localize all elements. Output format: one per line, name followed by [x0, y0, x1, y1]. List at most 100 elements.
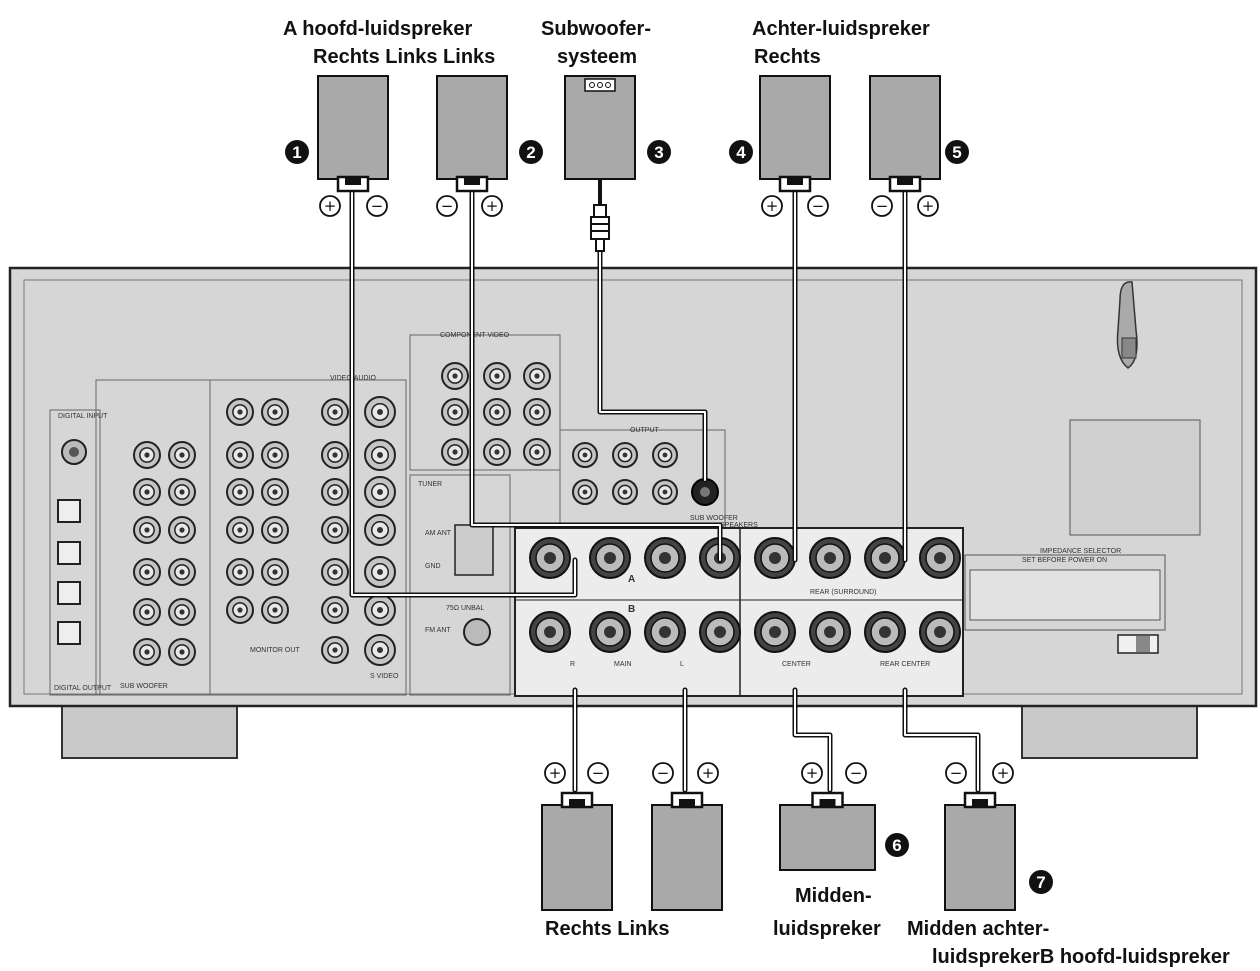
video-audio-jack — [321, 596, 349, 624]
center-label-2: luidspreker — [773, 918, 881, 940]
digital-io-section: DIGITAL INPUT DIGITAL OUTPUT — [49, 409, 112, 696]
video-audio-jack — [261, 478, 289, 506]
rear-side: Rechts — [754, 46, 821, 68]
wire-rear-center — [902, 687, 981, 793]
preout-jack — [572, 479, 598, 505]
binding-post — [919, 537, 961, 579]
impedance-selector: IMPEDANCE SELECTOR SET BEFORE POWER ON — [964, 548, 1166, 654]
fm-antenna-jack — [463, 618, 491, 646]
binding-post — [589, 537, 631, 579]
receiver-foot-right — [1021, 699, 1198, 759]
svg-text:−: − — [441, 197, 454, 215]
power-cord — [1116, 281, 1138, 369]
rear-center-label: REAR CENTER — [880, 661, 930, 668]
component-jack — [523, 438, 551, 466]
svg-text:−: − — [371, 197, 384, 215]
receiver-back-panel: DIGITAL INPUT DIGITAL OUTPUT VIDEO/AUDIO… — [8, 266, 1258, 759]
s-video-jack — [364, 634, 396, 666]
plus-terminal-mark: + — [761, 195, 783, 217]
minus-terminal-mark: − — [871, 195, 893, 217]
number-marker-1: 1 — [285, 140, 309, 164]
binding-post — [754, 537, 796, 579]
video-audio-jack — [261, 596, 289, 624]
speakers — [317, 75, 1016, 911]
impedance-selector-label: IMPEDANCE SELECTOR — [1040, 548, 1121, 555]
svg-text:+: + — [997, 764, 1010, 782]
main-l-label: L — [680, 661, 684, 668]
audio-jack — [133, 598, 161, 626]
svg-text:+: + — [766, 197, 779, 215]
component-video-section: COMPONENT VIDEO — [409, 332, 561, 471]
gnd-label: GND — [425, 563, 441, 570]
svg-text:3: 3 — [654, 143, 663, 162]
svg-text:−: − — [592, 764, 605, 782]
video-audio-jack — [226, 441, 254, 469]
video-audio-jack — [321, 558, 349, 586]
audio-jack — [133, 441, 161, 469]
video-audio-jack — [321, 478, 349, 506]
optical-jack-3 — [57, 581, 81, 605]
speaker-rear-center — [944, 791, 1016, 911]
plus-terminal-mark: + — [544, 762, 566, 784]
am-antenna-terminal — [454, 524, 494, 576]
component-jack — [483, 362, 511, 390]
svg-text:2: 2 — [526, 143, 535, 162]
speaker-front-b-right — [541, 791, 613, 911]
component-jack — [441, 438, 469, 466]
preout-jack — [612, 442, 638, 468]
component-jack — [523, 398, 551, 426]
binding-post — [919, 611, 961, 653]
video-audio-jack — [321, 636, 349, 664]
s-video-jack — [364, 594, 396, 626]
preout-jack — [612, 479, 638, 505]
row-b-label: B — [628, 604, 635, 615]
wire-front-a-right — [349, 187, 578, 598]
component-jack — [483, 438, 511, 466]
audio-jack — [133, 558, 161, 586]
front-b-sides: Rechts Links — [545, 918, 670, 940]
video-audio-jack — [226, 478, 254, 506]
audio-jack — [168, 638, 196, 666]
minus-terminal-mark: − — [436, 195, 458, 217]
video-audio-jack — [261, 398, 289, 426]
binding-post — [754, 611, 796, 653]
video-audio-jack — [226, 558, 254, 586]
svg-text:−: − — [950, 764, 963, 782]
binding-post — [864, 611, 906, 653]
binding-post — [589, 611, 631, 653]
audio-jack — [168, 478, 196, 506]
binding-post — [644, 537, 686, 579]
output-label: OUTPUT — [630, 427, 660, 434]
s-video-jack — [364, 439, 396, 471]
plus-terminal-mark: + — [319, 195, 341, 217]
component-video-label: COMPONENT VIDEO — [440, 332, 510, 339]
preout-jack — [652, 442, 678, 468]
svg-text:−: − — [876, 197, 889, 215]
speaker-subwoofer — [564, 75, 636, 180]
video-audio-jack — [261, 516, 289, 544]
rear-surround-label: REAR (SURROUND) — [810, 589, 877, 596]
center-label-1: Midden- — [795, 885, 872, 907]
plus-terminal-mark: + — [992, 762, 1014, 784]
sub-woofer-in-label: SUB WOOFER — [120, 683, 168, 690]
binding-post — [529, 537, 571, 579]
number-marker-3: 3 — [647, 140, 671, 164]
audio-jack — [168, 558, 196, 586]
sub-woofer-out-label: SUB WOOFER — [690, 515, 738, 522]
plus-terminal-mark: + — [917, 195, 939, 217]
svg-text:−: − — [812, 197, 825, 215]
video-audio-jack — [321, 516, 349, 544]
video-audio-jack — [261, 441, 289, 469]
minus-terminal-mark: − — [366, 195, 388, 217]
svg-text:+: + — [922, 197, 935, 215]
monitor-out-label: MONITOR OUT — [250, 647, 300, 654]
center-label: CENTER — [782, 661, 811, 668]
s-video-jack — [364, 476, 396, 508]
tuner-section: TUNER AM ANT GND 75Ω UNBAL FM ANT — [409, 474, 511, 696]
number-marker-5: 5 — [945, 140, 969, 164]
subwoofer-rca-plug — [590, 204, 610, 252]
svg-text:6: 6 — [892, 836, 901, 855]
preout-jacks — [572, 442, 678, 505]
svg-text:+: + — [806, 764, 819, 782]
